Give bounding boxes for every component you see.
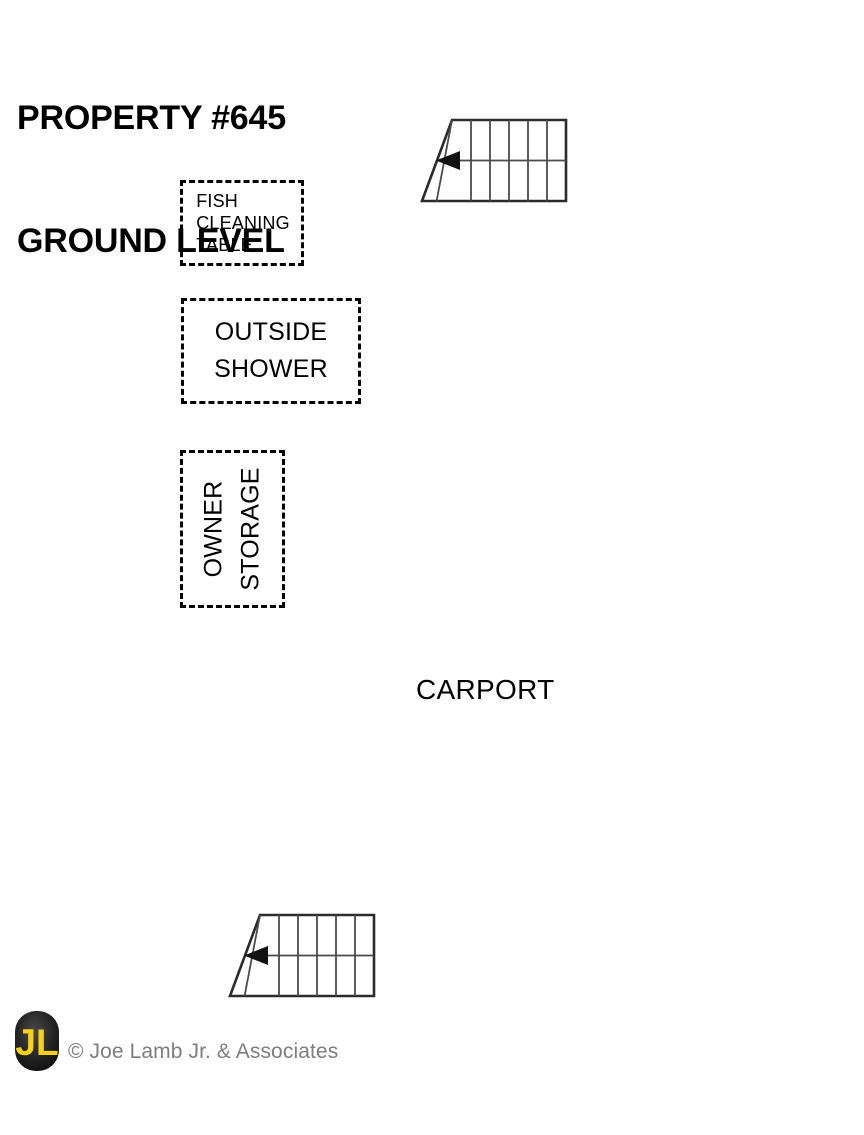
room-label-owner-storage: OWNER STORAGE xyxy=(199,467,265,591)
stair-arrowhead xyxy=(436,151,460,170)
room-outside-shower: OUTSIDE SHOWER xyxy=(181,298,361,404)
room-label-outside-shower: OUTSIDE SHOWER xyxy=(214,318,328,383)
footer-branding: JL © Joe Lamb Jr. & Associates xyxy=(14,1010,338,1072)
stair-arrowhead xyxy=(244,946,268,965)
room-fish-cleaning-table: FISH CLEANING TABLE xyxy=(180,180,304,266)
room-owner-storage: OWNER STORAGE xyxy=(180,450,285,608)
copyright-text: © Joe Lamb Jr. & Associates xyxy=(68,1040,339,1063)
page-title-line-2: GROUND LEVEL xyxy=(17,222,285,260)
logo-background xyxy=(15,1011,59,1071)
stair-arrow-icon xyxy=(420,118,568,203)
room-label-fish-cleaning-table: FISH CLEANING TABLE xyxy=(196,191,290,255)
page-title: PROPERTY #645 GROUND LEVEL xyxy=(17,16,286,303)
logo-letters: JL xyxy=(15,1022,58,1063)
joe-lamb-logo-icon: JL xyxy=(15,1011,59,1071)
stair-arrow-icon xyxy=(228,913,376,998)
page-title-line-1: PROPERTY #645 xyxy=(17,99,286,137)
label-carport: CARPORT xyxy=(416,674,555,705)
